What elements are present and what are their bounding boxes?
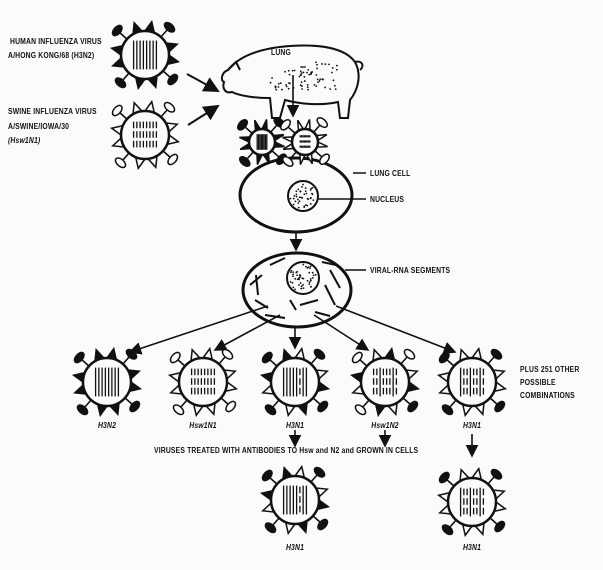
human-virus-name: HUMAN INFLUENZA VIRUS — [10, 37, 102, 46]
human-virus — [109, 19, 181, 91]
swine-virus-name: SWINE INFLUENZA VIRUS — [8, 107, 97, 116]
progeny-label: H3N2 — [97, 421, 117, 430]
nucleus-dots — [289, 183, 315, 209]
progeny-virus — [259, 346, 331, 418]
swine-virus-strain: A/SWINE/IOWA/30 — [8, 122, 70, 131]
rna-segments — [249, 257, 341, 319]
lung-cell — [238, 156, 354, 234]
small-human-virus — [237, 117, 287, 167]
progeny-virus — [349, 346, 421, 418]
selected-label: H3N1 — [462, 543, 482, 552]
distribution-arrows — [128, 305, 457, 355]
progeny-label: Hsw1N1 — [189, 421, 217, 430]
selected-virus — [436, 466, 508, 538]
progeny-virus — [71, 346, 143, 418]
treatment-text: VIRUSES TREATED WITH ANTIBODIES TO Hsw a… — [154, 446, 419, 455]
nucleus-label: NUCLEUS — [370, 195, 405, 204]
viral-rna-label: VIRAL-RNA SEGMENTS — [370, 266, 451, 275]
other-combinations-line2: POSSIBLE — [520, 378, 556, 387]
other-combinations-line3: COMBINATIONS — [520, 391, 575, 400]
small-swine-virus — [280, 117, 330, 167]
progeny-virus — [167, 346, 239, 418]
progeny-virus — [436, 346, 508, 418]
progeny-label: Hsw1N2 — [371, 421, 399, 430]
swine-virus — [109, 99, 181, 171]
selected-virus — [259, 464, 331, 536]
lung-label: LUNG — [271, 48, 291, 57]
progeny-label: H3N1 — [462, 421, 482, 430]
infected-cell — [241, 251, 353, 329]
nucleus-dots — [289, 263, 317, 291]
lung-dots — [269, 61, 338, 91]
selected-label: H3N1 — [285, 543, 305, 552]
lung-cell-label: LUNG CELL — [370, 169, 411, 178]
progeny-label: H3N1 — [285, 421, 305, 430]
swine-virus-subtype: (Hsw1N1) — [8, 136, 41, 145]
arrow-swine-to-pig — [187, 104, 220, 126]
human-virus-strain: A/HONG KONG/68 (H3N2) — [8, 51, 95, 60]
nucleus — [287, 180, 319, 212]
arrow-human-to-pig — [186, 73, 220, 92]
pig-illustration — [220, 44, 364, 119]
infected-nucleus — [286, 261, 320, 295]
other-combinations-line1: PLUS 251 OTHER — [520, 365, 580, 374]
